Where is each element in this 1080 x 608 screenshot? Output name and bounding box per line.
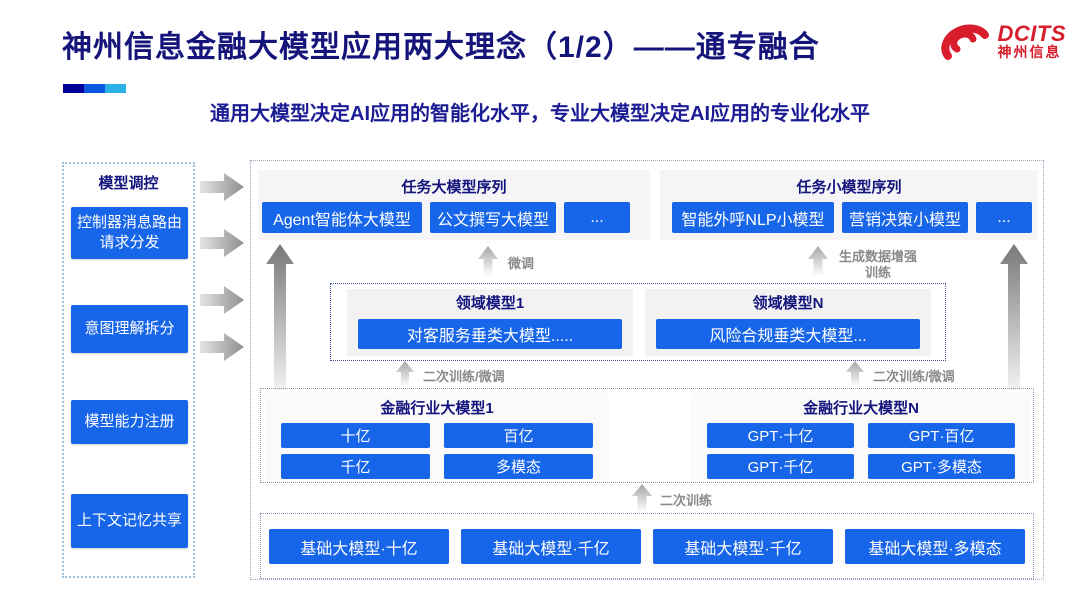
label-generated-data-training: 生成数据增强训练 [838, 249, 917, 281]
arrow-right-icon [200, 173, 244, 201]
group-title: 任务大模型序列 [401, 179, 507, 196]
node-more-large-models: ... [564, 202, 630, 233]
sidebar-title: 模型调控 [98, 175, 159, 192]
node-base-model-thousand-billion-1: 基础大模型·千亿 [461, 529, 641, 564]
node-multimodal: 多模态 [444, 454, 593, 479]
group-title: 领域模型1 [455, 295, 525, 312]
group-title: 领域模型N [752, 295, 824, 312]
domain-model-container: 领域模型1 对客服务垂类大模型..... 领域模型N 风险合规垂类大模型... [330, 283, 946, 361]
model-control-panel: 模型调控 控制器消息路由请求分发 意图理解拆分 模型能力注册 上下文记忆共享 [62, 162, 195, 578]
label-secondary-training-finetune-left: 二次训练/微调 [423, 369, 505, 384]
node-base-model-thousand-billion-2: 基础大模型·千亿 [653, 529, 833, 564]
arrow-right-icon [200, 333, 244, 361]
node-gpt-multimodal: GPT·多模态 [868, 454, 1015, 479]
arrow-right-icon [200, 229, 244, 257]
node-gpt-hundred-billion: GPT·百亿 [868, 423, 1015, 448]
arrow-up-icon [846, 361, 864, 387]
arrow-up-icon [632, 484, 652, 512]
label-secondary-training-finetune-right: 二次训练/微调 [873, 369, 955, 384]
node-gpt-thousand-billion: GPT·千亿 [707, 454, 854, 479]
accent-color-bar [63, 84, 126, 93]
node-base-model-ten-billion: 基础大模型·十亿 [269, 529, 449, 564]
node-risk-compliance-vertical-model: 风险合规垂类大模型... [656, 319, 920, 349]
domain-model-n-group: 领域模型N 风险合规垂类大模型... [645, 289, 931, 356]
node-nlp-outbound-model: 智能外呼NLP小模型 [672, 202, 834, 233]
group-title: 金融行业大模型N [803, 400, 919, 417]
sidebar-item-context-memory: 上下文记忆共享 [71, 494, 188, 548]
arrow-up-tall-icon [1000, 244, 1028, 390]
slide-subtitle: 通用大模型决定AI应用的智能化水平，专业大模型决定AI应用的专业化水平 [210, 103, 870, 125]
sidebar-item-intent-split: 意图理解拆分 [71, 305, 188, 353]
node-thousand-billion: 千亿 [281, 454, 430, 479]
domain-model-1-group: 领域模型1 对客服务垂类大模型..... [347, 289, 633, 356]
node-agent-large-model: Agent智能体大模型 [262, 202, 422, 233]
architecture-diagram [250, 160, 1044, 580]
node-document-writing-model: 公文撰写大模型 [430, 202, 556, 233]
brand-name-cn: 神州信息 [997, 44, 1062, 61]
brand-logo: DCITS 神州信息 [935, 18, 1067, 64]
brand-name: DCITS [997, 21, 1066, 47]
sidebar-item-controller-routing: 控制器消息路由请求分发 [71, 207, 188, 259]
industry-model-n-group: 金融行业大模型N GPT·十亿 GPT·百亿 GPT·千亿 GPT·多模态 [691, 393, 1031, 480]
node-base-model-multimodal: 基础大模型·多模态 [845, 529, 1025, 564]
dcits-swirl-icon [940, 24, 989, 60]
industry-model-1-group: 金融行业大模型1 十亿 百亿 千亿 多模态 [265, 393, 609, 480]
arrow-up-icon [396, 361, 414, 387]
arrow-up-tall-icon [266, 244, 294, 390]
node-hundred-billion: 百亿 [444, 423, 593, 448]
node-ten-billion: 十亿 [281, 423, 430, 448]
industry-model-container: 金融行业大模型1 十亿 百亿 千亿 多模态 金融行业大模型N GPT·十亿 GP… [260, 388, 1034, 483]
label-secondary-training: 二次训练 [660, 493, 713, 508]
group-title: 任务小模型序列 [796, 179, 902, 196]
node-customer-service-vertical-model: 对客服务垂类大模型..... [358, 319, 622, 349]
node-gpt-ten-billion: GPT·十亿 [707, 423, 854, 448]
page-title: 神州信息金融大模型应用两大理念（1/2）——通专融合 [62, 31, 820, 64]
arrow-up-icon [808, 246, 828, 276]
node-more-small-models: ... [976, 202, 1032, 233]
arrow-right-icon [200, 286, 244, 314]
sidebar-item-capability-register: 模型能力注册 [71, 400, 188, 444]
arrow-up-icon [478, 246, 498, 276]
label-finetune: 微调 [508, 256, 535, 271]
node-marketing-decision-model: 营销决策小模型 [842, 202, 968, 233]
group-title: 金融行业大模型1 [380, 400, 494, 417]
